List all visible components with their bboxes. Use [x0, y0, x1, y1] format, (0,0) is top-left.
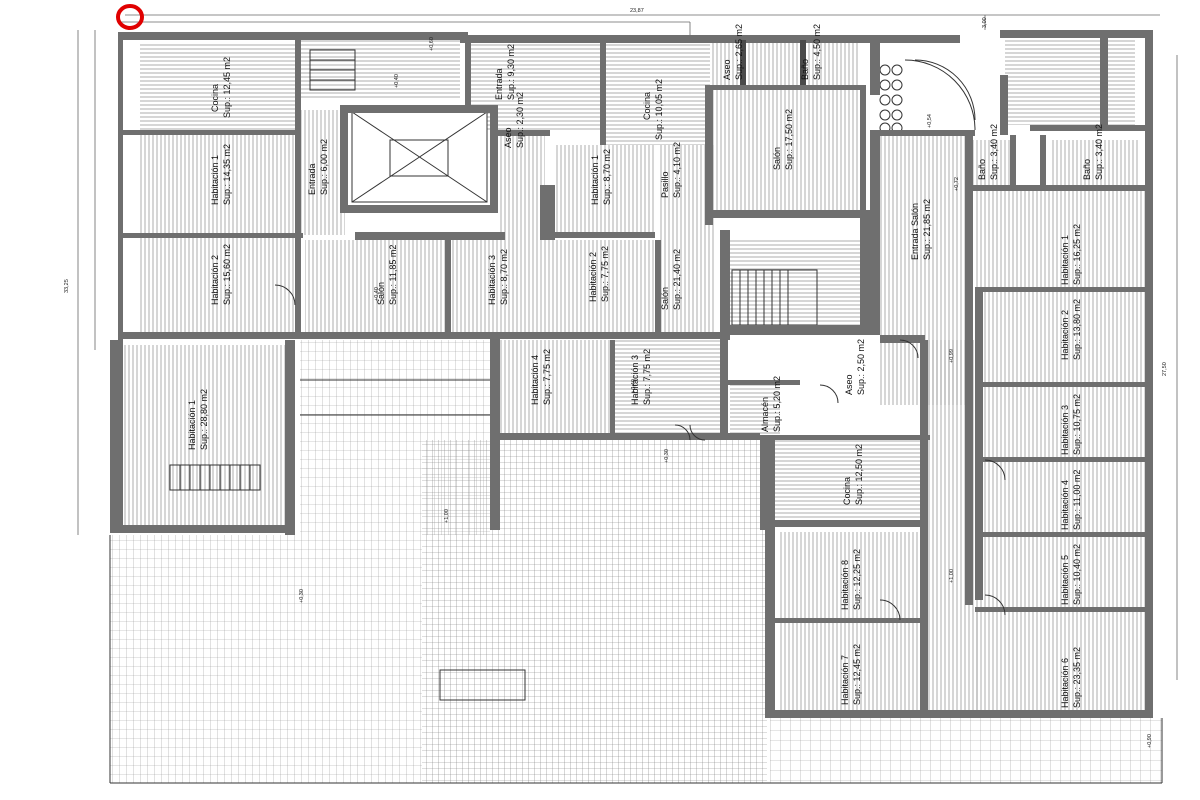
room-area: Sup.: 3,40 m2 [989, 124, 999, 180]
room-labels-left: Cocina Sup.: 12,45 m2 Habitación 1 Sup.:… [187, 57, 509, 450]
room-area: Sup.: 5,20 m2 [772, 376, 782, 432]
room-area: Sup.: 12,25 m2 [852, 549, 862, 610]
room-name: Aseo [722, 59, 732, 80]
room-name: Cocina [210, 84, 220, 112]
room-name: Habitación 5 [1060, 555, 1070, 605]
room-name: Habitación 7 [840, 655, 850, 705]
room-name: Almacén [760, 397, 770, 432]
doors [274, 284, 1006, 621]
dimension-left: 33,25 [64, 279, 70, 293]
room-area: Sup.: 7,75 m2 [542, 349, 552, 405]
level-marker: +0,54 [927, 114, 933, 128]
room-name: Salón [660, 287, 670, 310]
room-area: Sup.: 2,65 m2 [734, 24, 744, 80]
room-name: Cocina [642, 92, 652, 120]
room-area: Sup.: 12,50 m2 [854, 444, 864, 505]
room-area: Sup.: 10,40 m2 [1072, 544, 1082, 605]
level-marker: +0,72 [954, 177, 960, 191]
room-name: Habitación 8 [840, 560, 850, 610]
level-marker: +1,00 [949, 569, 955, 583]
level-marker: +1,00 [444, 509, 450, 523]
room-area: Sup.: 13,80 m2 [1072, 299, 1082, 360]
room-name: Habitación 2 [1060, 310, 1070, 360]
room-name: Entrada Salón [910, 203, 920, 260]
room-name: Cocina [842, 477, 852, 505]
stairs-top [309, 49, 356, 91]
room-area: Sup.: 4,50 m2 [812, 24, 822, 80]
room-area: Sup.: 16,25 m2 [1072, 224, 1082, 285]
room-name: Pasillo [660, 171, 670, 198]
room-area: Sup.: 2,50 m2 [856, 339, 866, 395]
room-area: Sup.: 15,60 m2 [222, 244, 232, 305]
level-marker: +0,60 [429, 37, 435, 51]
level-marker: +0,40 [394, 74, 400, 88]
room-name: Baño [1082, 159, 1092, 180]
dimension-lines [77, 14, 1178, 680]
room-area: Sup.: 14,35 m2 [222, 144, 232, 205]
room-area: Sup.: 6,00 m2 [319, 139, 329, 195]
room-name: Habitación 1 [590, 155, 600, 205]
terrace-grid-area [110, 535, 422, 783]
room-area: Sup.: 28,80 m2 [199, 389, 209, 450]
room-area: Sup.: 23,35 m2 [1072, 647, 1082, 708]
room-name: Habitación 4 [1060, 480, 1070, 530]
room-area: Sup.: 10,75 m2 [1072, 394, 1082, 455]
room-name: Entrada [307, 163, 317, 195]
room-area: Sup.: 10,05 m2 [654, 79, 664, 140]
room-area: Sup.: 9,30 m2 [506, 44, 516, 100]
room-name: Habitación 6 [1060, 658, 1070, 708]
location-marker [116, 4, 144, 30]
terrace-grid-strip [300, 340, 490, 535]
room-area: Sup.: 12,45 m2 [852, 644, 862, 705]
level-marker: +0,40 [374, 287, 380, 301]
room-name: Baño [977, 159, 987, 180]
room-name: Habitación 3 [1060, 405, 1070, 455]
room-area: Sup.: 21,85 m2 [922, 199, 932, 260]
outdoor-table [439, 669, 526, 701]
room-name: Salón [376, 282, 386, 305]
level-marker: +0,30 [299, 589, 305, 603]
room-area: Sup.: 11,00 m2 [1072, 470, 1082, 530]
room-labels-center: Entrada Sup.: 9,30 m2 Aseo Sup.: 2,30 m2… [494, 24, 822, 405]
room-area: Sup.: 8,70 m2 [602, 149, 612, 205]
circular-columns [879, 59, 976, 134]
room-name: Habitación 1 [210, 155, 220, 205]
room-name: Habitación 4 [530, 355, 540, 405]
dimension-right: 27,50 [1162, 362, 1168, 376]
room-area: Sup.: 17,50 m2 [784, 109, 794, 170]
room-name: Habitación 3 [630, 355, 640, 405]
room-floors [120, 40, 1145, 712]
room-name: Entrada [494, 68, 504, 100]
room-area: Sup.: 11,85 m2 [388, 245, 398, 305]
room-area: Sup.: 2,30 m2 [515, 92, 525, 148]
room-name: Habitación 2 [210, 255, 220, 305]
room-area: Sup.: 12,45 m2 [222, 57, 232, 118]
room-area: Sup.: 8,70 m2 [499, 249, 509, 305]
room-area: Sup.: 4,10 m2 [672, 142, 682, 198]
dimension-right-top: 3,00 [982, 17, 988, 28]
room-area: Sup.: 3,40 m2 [1094, 124, 1104, 180]
level-marker: +0,99 [949, 349, 955, 363]
room-area: Sup.: 7,75 m2 [642, 349, 652, 405]
room-area: Sup.: 7,75 m2 [600, 246, 610, 302]
level-marker: +0,30 [664, 449, 670, 463]
walls [110, 30, 1153, 718]
room-labels-right: Entrada Salón Sup.: 21,85 m2 Baño Sup.: … [760, 124, 1104, 708]
dimension-top: 23,87 [630, 8, 644, 14]
level-marker: +0,40 [631, 379, 637, 393]
room-name: Habitación 3 [487, 255, 497, 305]
level-marker: +0,90 [1147, 734, 1153, 748]
room-name: Habitación 1 [1060, 235, 1070, 285]
room-area: Sup.: 21,40 m2 [672, 249, 682, 310]
patio-right-area [770, 718, 1162, 783]
room-name: Aseo [503, 127, 513, 148]
room-name: Aseo [844, 374, 854, 395]
stairs-left [169, 464, 261, 491]
room-name: Salón [772, 147, 782, 170]
room-name: Habitación 1 [187, 400, 197, 450]
room-name: Baño [800, 59, 810, 80]
room-name: Habitación 2 [588, 252, 598, 302]
